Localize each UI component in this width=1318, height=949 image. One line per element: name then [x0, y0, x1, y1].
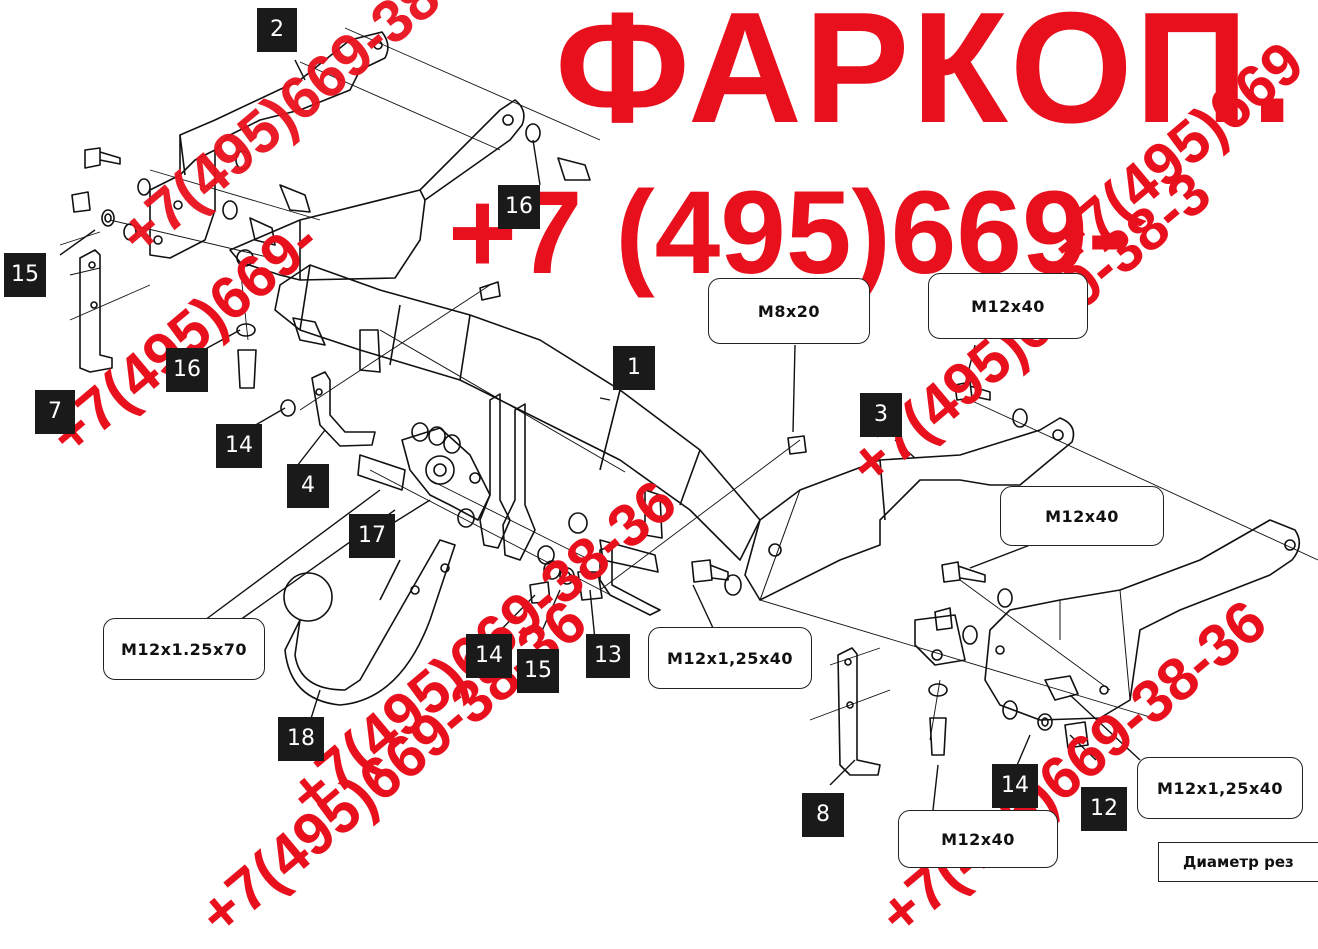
right-arm	[744, 417, 1075, 601]
side-plates-mid	[479, 393, 511, 549]
side-bracket-left	[149, 31, 389, 259]
main-crossbar	[274, 264, 761, 561]
part-number-1: 1	[613, 346, 655, 390]
part-number-12: 12	[1081, 787, 1127, 831]
top-left-fasteners	[71, 123, 591, 389]
part-number-14: 14	[466, 634, 512, 678]
part-number-8: 8	[802, 793, 844, 837]
part-number-3: 3	[860, 393, 902, 437]
part-number-17: 17	[349, 514, 395, 558]
leader-lines	[59, 27, 1318, 741]
left-arm	[229, 99, 525, 281]
callout-bolt-m12x40: M12x40	[1000, 486, 1164, 546]
part-number-4: 4	[287, 464, 329, 508]
tow-ball-hook	[283, 539, 456, 706]
right-fasteners	[691, 381, 1089, 756]
callout-bolt-m12x40: M12x40	[898, 810, 1058, 868]
part-number-2: 2	[257, 8, 297, 52]
callout-bolt-m12x125x40: M12x1,25x40	[648, 627, 812, 689]
part-number-13: 13	[586, 634, 630, 678]
part-number-15: 15	[4, 253, 46, 297]
tow-bar-assembly-diagram: ФАРКОП. +7 (495)669- +7(495)669-38-3 +7(…	[4, 0, 1318, 948]
part-number-14: 14	[216, 424, 262, 468]
part-number-14: 14	[992, 764, 1038, 808]
part-number-16: 16	[498, 185, 540, 229]
plate-right	[837, 647, 881, 776]
thread-diameter-table-header: Диаметр рез	[1158, 842, 1318, 882]
bracket-4	[311, 371, 376, 447]
callout-bolt-m12x125x40: M12x1,25x40	[1137, 757, 1303, 819]
part-number-15: 15	[517, 649, 559, 693]
plate-left	[79, 249, 113, 373]
side-bracket-right	[984, 519, 1301, 721]
callout-bolt-m12x125x70: M12x1.25x70	[103, 618, 265, 680]
part-number-16: 16	[166, 348, 208, 392]
callout-bolt-m12x40: M12x40	[928, 273, 1088, 339]
part-number-18: 18	[278, 717, 324, 761]
part-number-7: 7	[35, 390, 75, 434]
callout-bolt-m8x20: M8x20	[708, 278, 870, 344]
exploded-view-drawing	[59, 27, 1318, 811]
mounting-plate	[401, 427, 491, 521]
